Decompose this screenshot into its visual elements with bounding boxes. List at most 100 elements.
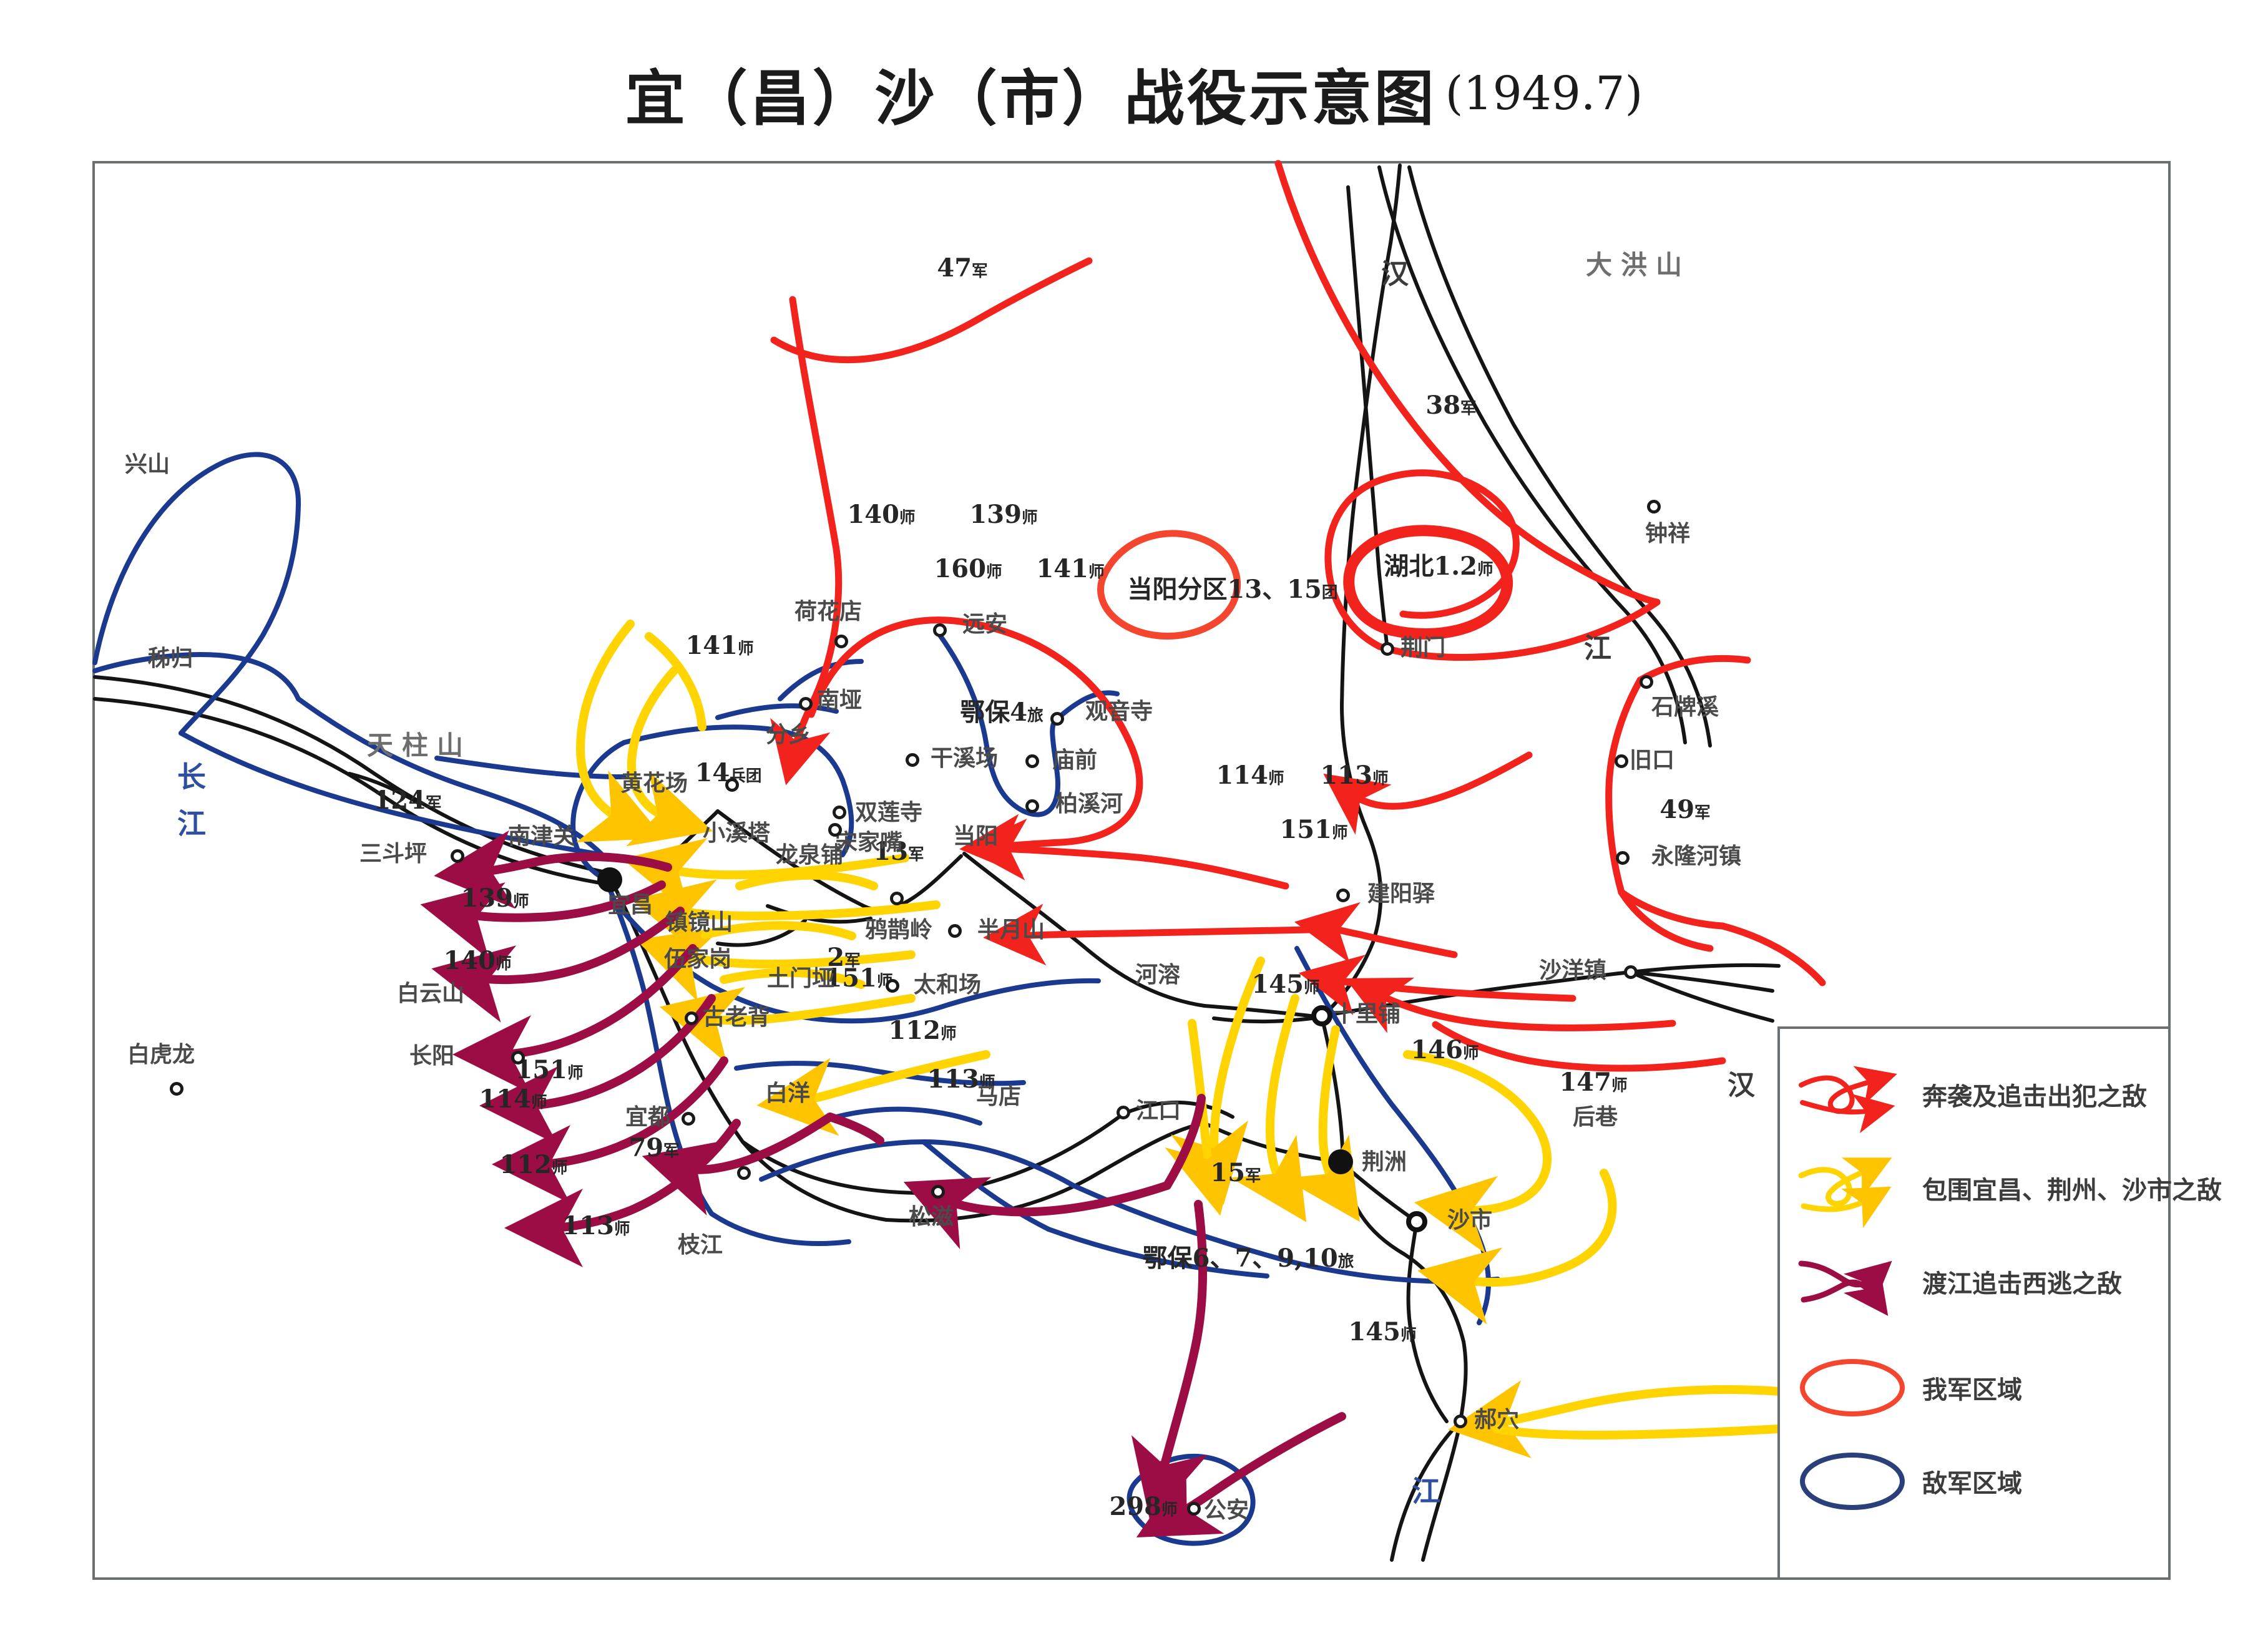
legend-row-0: 奔袭及追击出犯之敌 [1780, 1048, 2168, 1141]
legend-label-4: 敌军区域 [1922, 1469, 2022, 1498]
city-marker-icon [1328, 1149, 1353, 1174]
place-label: 河溶 [1135, 962, 1181, 988]
legend-symbol-pursuit-red [1799, 1066, 1897, 1134]
place-label: 江口 [1135, 1098, 1181, 1124]
place-label: 柏溪河 [1055, 791, 1123, 817]
city-marker-icon [1381, 642, 1394, 656]
river-label: 江 [1412, 1474, 1440, 1508]
place-label: 白虎龙 [127, 1041, 195, 1068]
city-marker-icon [1454, 1415, 1467, 1428]
city-marker-icon [1624, 965, 1638, 979]
place-label: 镇镜山 [665, 909, 733, 935]
river-label: 江 [177, 807, 206, 840]
unit-label: 145师 [1251, 970, 1320, 999]
place-label: 宜昌 [607, 892, 653, 918]
city-marker-icon [682, 1112, 695, 1126]
unit-label: 14兵团 [695, 758, 762, 787]
river-label: 汉 [1381, 258, 1409, 290]
city-marker-icon [685, 1011, 698, 1025]
unit-label: 2军 [827, 943, 861, 972]
place-label: 枝江 [677, 1232, 723, 1258]
place-label: 秭归 [147, 645, 193, 671]
city-marker-icon [799, 697, 813, 711]
place-label: 公安 [1203, 1497, 1249, 1523]
city-marker-icon [597, 867, 622, 892]
city-marker-icon [1647, 500, 1661, 514]
legend-label-1: 包围宜昌、荆州、沙市之敌 [1922, 1176, 2222, 1205]
place-label: 双莲寺 [854, 799, 923, 826]
unit-label: 当阳分区13、15团 [1127, 575, 1338, 604]
place-label: 长阳 [409, 1043, 455, 1069]
unit-label: 141师 [1036, 554, 1105, 583]
city-marker-icon [833, 806, 846, 819]
unit-label: 38军 [1425, 391, 1477, 420]
unit-label: 141师 [685, 631, 754, 660]
place-label: 后巷 [1572, 1104, 1618, 1130]
legend-symbol-crossing-magenta [1798, 1260, 1892, 1317]
river-label: 长 [177, 760, 206, 794]
legend-label-2: 渡江追击西逃之敌 [1922, 1269, 2122, 1298]
unit-label: 145师 [1348, 1317, 1417, 1347]
city-marker-icon [451, 849, 464, 863]
terrain-label: 大洪山 [1585, 250, 1691, 280]
unit-label: 114师 [1216, 761, 1284, 790]
place-label: 半月山 [977, 917, 1045, 943]
unit-label: 47军 [937, 253, 988, 283]
unit-label: 160师 [934, 554, 1002, 583]
place-label: 远安 [962, 611, 1008, 637]
place-label: 分乡 [765, 721, 811, 748]
unit-label: 124军 [373, 786, 442, 815]
city-marker-icon [1025, 799, 1039, 813]
place-label: 黄花场 [620, 770, 688, 796]
city-marker-icon [1640, 675, 1653, 689]
place-label: 宋家嘴 [834, 829, 903, 855]
river-label: 汉 [1728, 1069, 1755, 1101]
place-label: 南津关 [507, 823, 576, 849]
place-label: 钟祥 [1645, 520, 1691, 547]
unit-label: 113师 [562, 1211, 630, 1240]
unit-label: 151师 [515, 1055, 584, 1084]
unit-label: 13军 [873, 837, 924, 866]
place-label: 兴山 [124, 451, 170, 477]
unit-label: 79军 [628, 1133, 680, 1162]
city-marker-icon [1050, 712, 1064, 726]
legend-symbol-encircle-yellow [1798, 1157, 1892, 1229]
city-marker-icon [948, 924, 962, 938]
place-label: 小溪塔 [702, 820, 771, 846]
place-label: 白洋 [765, 1080, 811, 1106]
unit-label: 15军 [1210, 1158, 1261, 1187]
place-label: 龙泉铺 [775, 842, 844, 868]
title-main-text: 宜（昌）沙（市）战役示意图 [625, 63, 1437, 134]
unit-label: 49军 [1659, 795, 1711, 824]
place-label: 太和场 [913, 972, 982, 998]
unit-label: 113师 [1320, 761, 1389, 790]
place-label: 宜都 [625, 1104, 671, 1130]
place-label: 马店 [975, 1083, 1022, 1109]
city-marker-icon [1311, 1005, 1332, 1026]
page-title: 宜（昌）沙（市）战役示意图(1949.7) [0, 50, 2268, 137]
place-label: 沙市 [1447, 1207, 1493, 1233]
city-marker-icon [511, 1051, 525, 1064]
unit-label: 140师 [443, 946, 512, 975]
unit-label: 113师 [927, 1064, 995, 1094]
unit-label: 湖北1.2师 [1384, 552, 1493, 581]
place-label: 荆门 [1400, 635, 1446, 661]
unit-label: 鄂保6、7、9,10旅 [1142, 1244, 1354, 1273]
place-label: 伍家岗 [663, 946, 732, 972]
unit-label: 112师 [499, 1150, 568, 1179]
place-label: 南垭 [816, 687, 863, 713]
unit-label: 114师 [479, 1084, 547, 1114]
legend-symbol-friendly-area [1800, 1359, 1905, 1416]
legend-symbol-enemy-area [1800, 1453, 1905, 1510]
city-marker-icon [737, 1166, 751, 1180]
city-marker-icon [931, 1185, 945, 1199]
unit-label: 139师 [461, 884, 529, 913]
place-label: 松滋 [908, 1204, 954, 1230]
unit-label: 151师 [1279, 815, 1348, 844]
legend-row-1: 包围宜昌、荆州、沙市之敌 [1780, 1141, 2222, 1235]
place-label: 白云山 [396, 980, 465, 1006]
city-marker-icon [1336, 889, 1350, 902]
place-label: 三斗坪 [359, 840, 428, 867]
city-marker-icon [1616, 851, 1630, 865]
